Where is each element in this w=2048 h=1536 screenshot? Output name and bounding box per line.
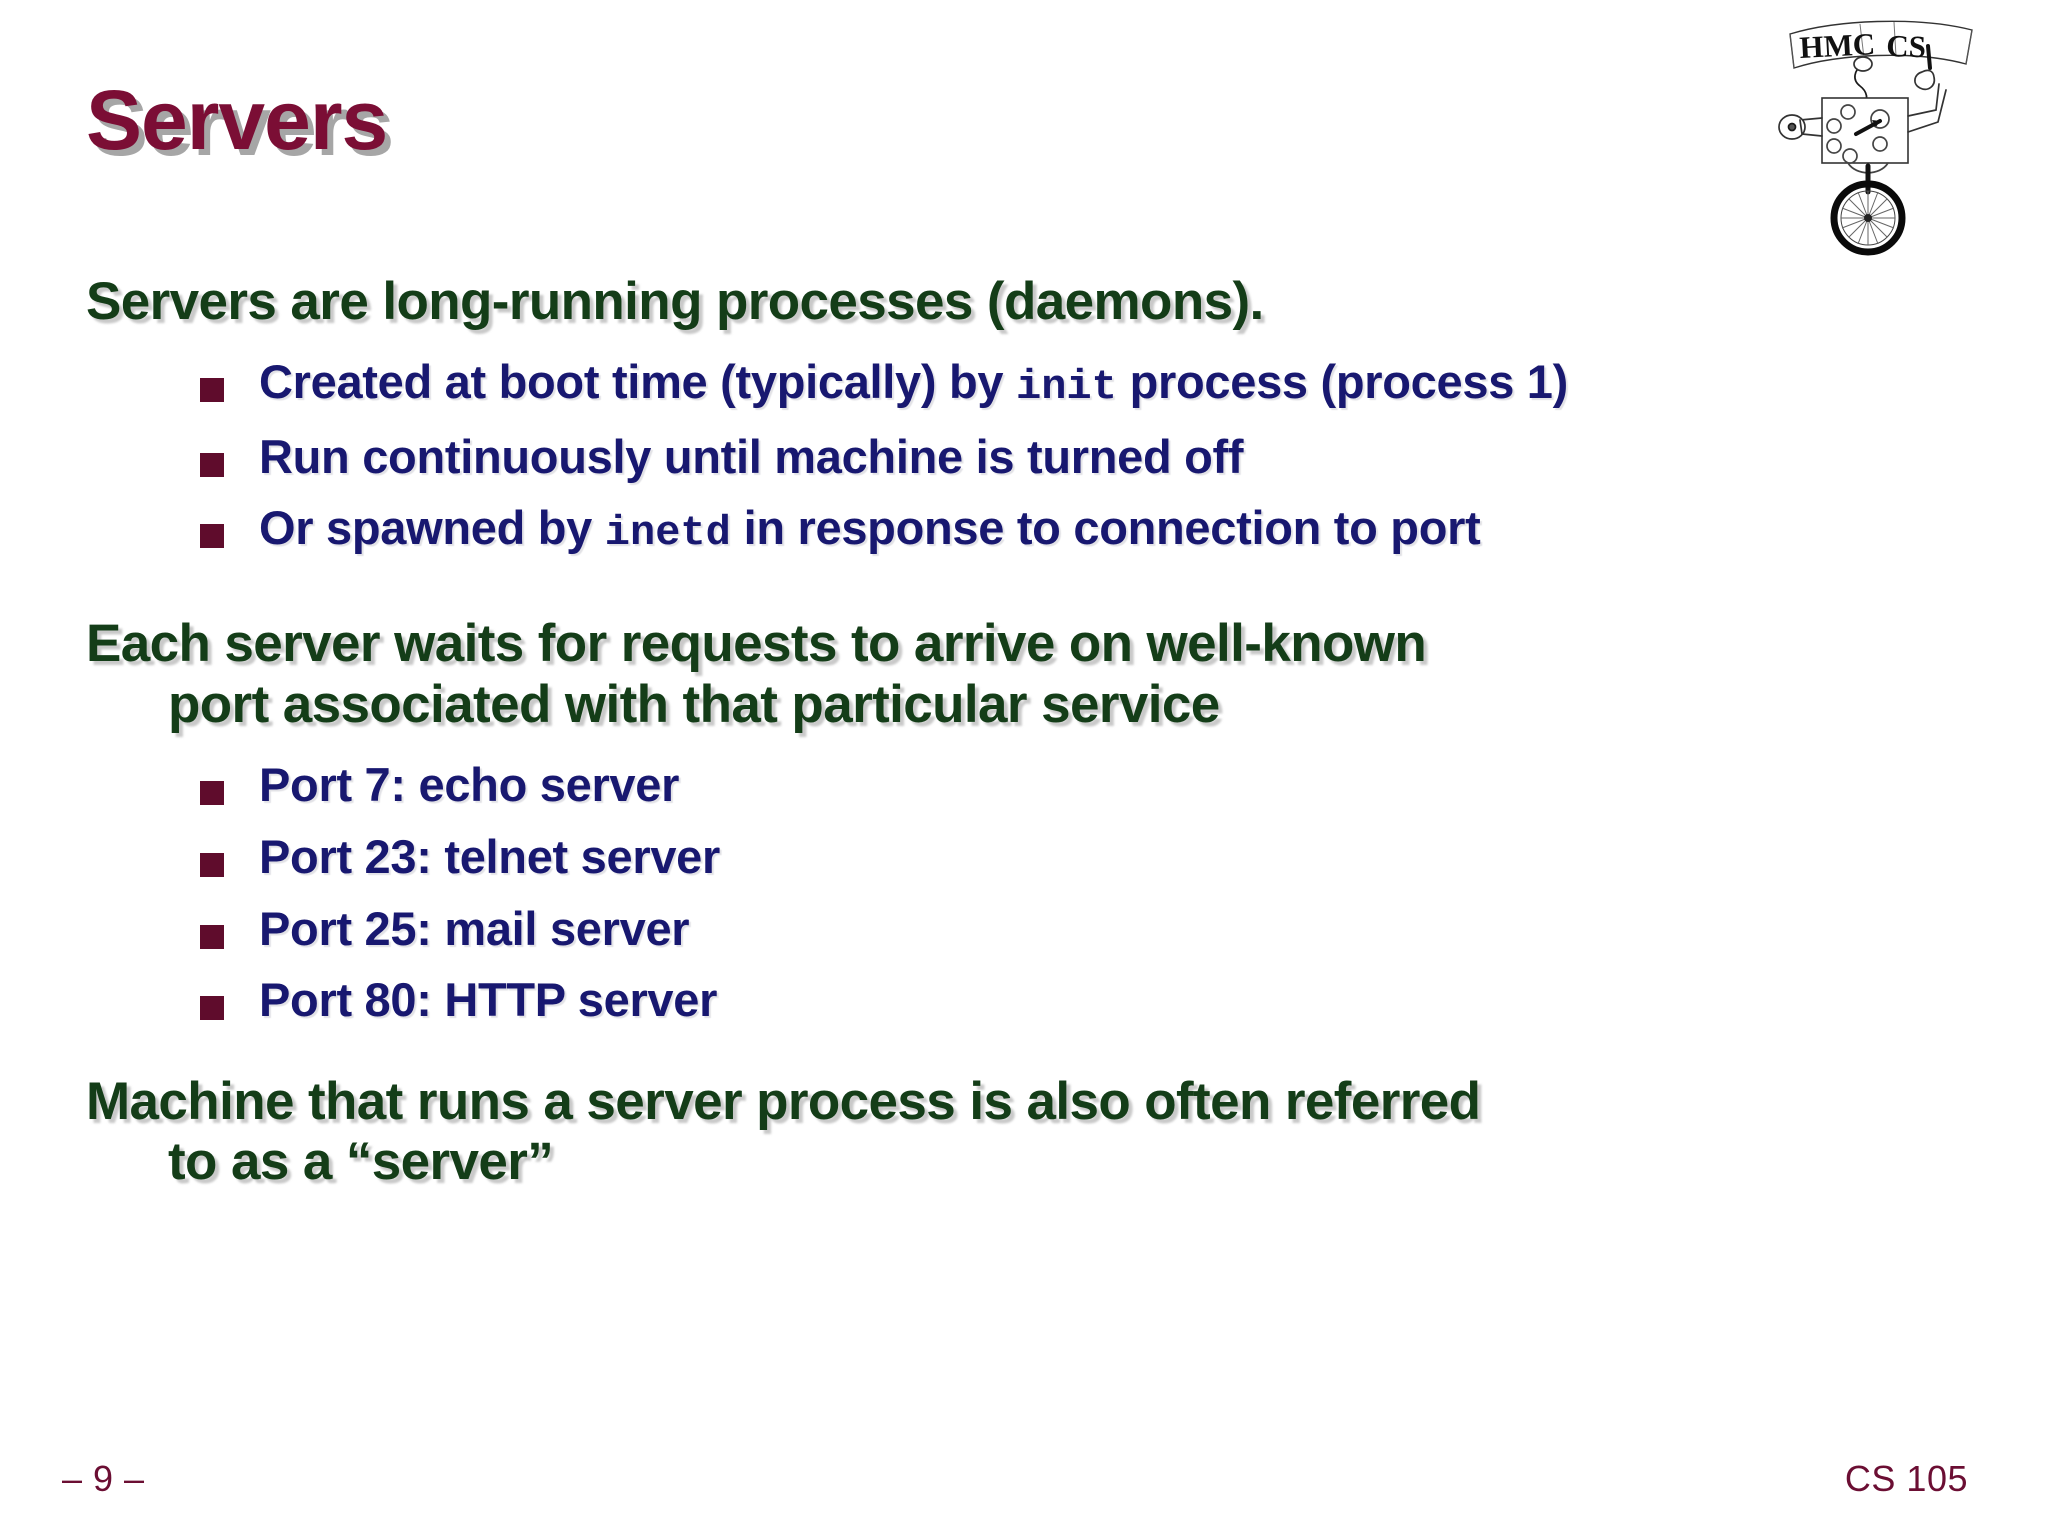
list-item: Port 80: HTTP server	[200, 974, 2048, 1026]
list-item: Port 7: echo server	[200, 759, 2048, 811]
section-1-bullet-list: Created at boot time (typically) by init…	[0, 356, 2048, 556]
bullet-text: Port 23: telnet server	[259, 829, 720, 883]
list-item: Port 25: mail server	[200, 901, 2048, 955]
square-bullet-icon	[200, 452, 224, 477]
svg-text:CS: CS	[1886, 28, 1927, 64]
bullet-text-pre: Or spawned by	[259, 501, 605, 555]
square-bullet-icon	[200, 378, 224, 403]
course-label: CS 105	[1844, 1458, 1968, 1499]
square-bullet-icon	[200, 524, 224, 549]
section-heading-3-line2: to as a “server”	[168, 1132, 554, 1192]
slide-title: Servers	[86, 73, 388, 167]
section-heading-3: Machine that runs a server process is al…	[86, 1072, 1966, 1193]
square-bullet-icon	[200, 852, 224, 877]
page-number: – 9 –	[62, 1458, 145, 1499]
bullet-text: Created at boot time (typically) by init…	[259, 356, 1568, 410]
bullet-text: Port 7: echo server	[259, 758, 680, 812]
section-heading-3-line1: Machine that runs a server process is al…	[86, 1072, 1481, 1132]
bullet-text: Port 80: HTTP server	[259, 973, 718, 1027]
list-item: Run continuously until machine is turned…	[200, 429, 2048, 483]
section-heading-2-line1: Each server waits for requests to arrive…	[86, 614, 1427, 674]
inline-code: init	[1016, 363, 1117, 412]
bullet-text: Or spawned by inetd in response to conne…	[259, 501, 1481, 558]
list-item: Port 23: telnet server	[200, 831, 2048, 883]
bullet-text: Port 25: mail server	[259, 901, 690, 955]
list-item: Or spawned by inetd in response to conne…	[200, 502, 2048, 556]
bullet-text: Run continuously until machine is turned…	[259, 429, 1244, 483]
hmc-cs-logo-icon: HMC CS	[1776, 6, 2012, 256]
slide-body: Servers are long-running processes (daem…	[0, 272, 2048, 1193]
bullet-text-pre: Run continuously until machine is turned…	[259, 429, 1244, 483]
section-heading-2-line2: port associated with that particular ser…	[168, 674, 1220, 734]
section-2-bullet-list: Port 7: echo server Port 23: telnet serv…	[0, 759, 2048, 1026]
section-heading-1: Servers are long-running processes (daem…	[86, 272, 1264, 331]
list-item: Created at boot time (typically) by init…	[200, 356, 2048, 411]
bullet-text-pre: Created at boot time (typically) by	[259, 355, 1017, 409]
square-bullet-icon	[200, 781, 224, 806]
section-heading-2: Each server waits for requests to arrive…	[86, 614, 1966, 735]
bullet-text-post: process (process 1)	[1116, 355, 1569, 409]
bullet-text-post: in response to connection to port	[730, 501, 1481, 555]
inline-code: inetd	[604, 509, 731, 558]
square-bullet-icon	[200, 996, 224, 1021]
square-bullet-icon	[200, 924, 224, 949]
